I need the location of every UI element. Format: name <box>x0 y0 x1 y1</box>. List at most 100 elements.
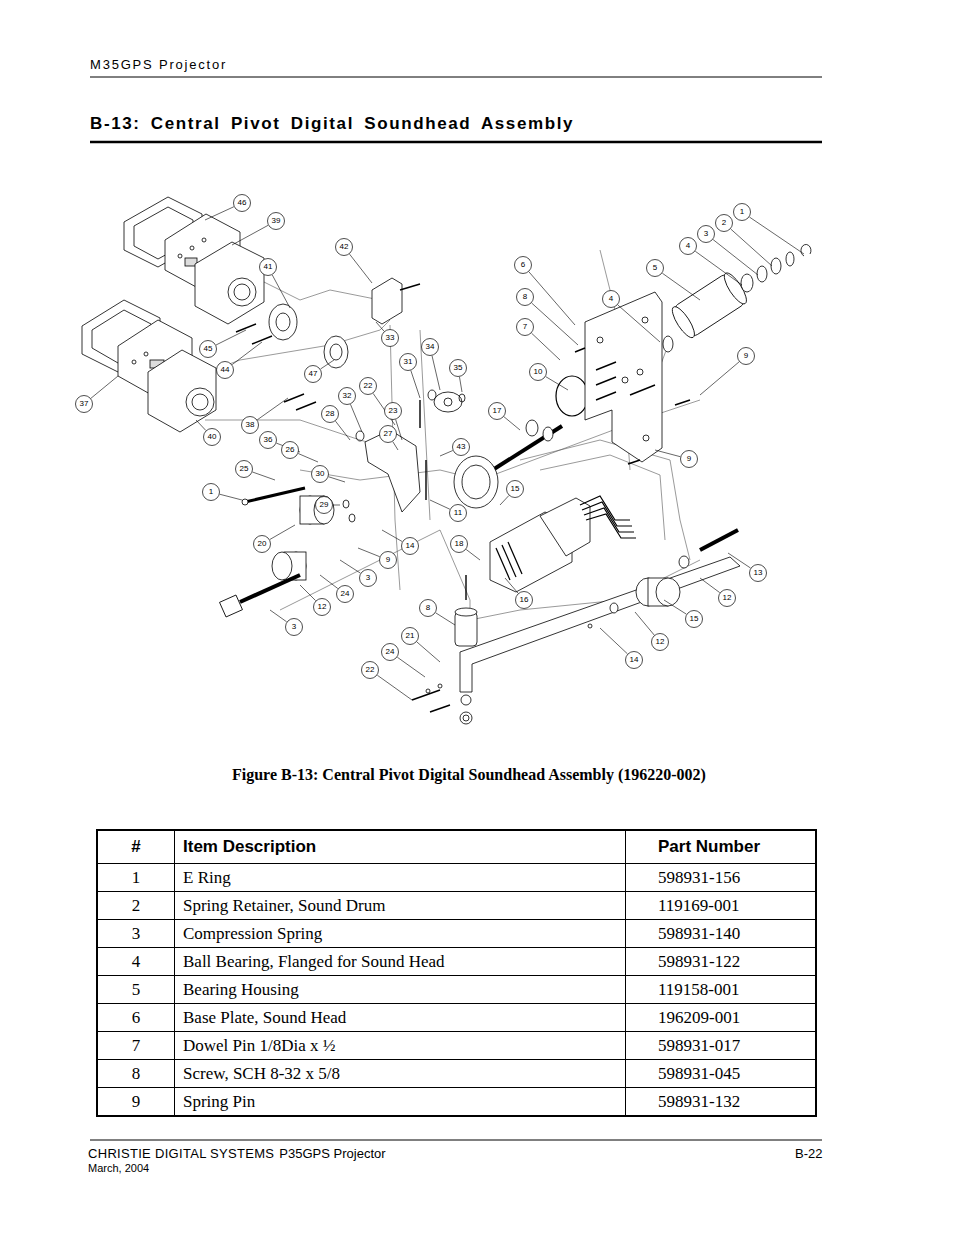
callout-number: 32 <box>339 391 355 401</box>
callout-circle <box>260 259 277 276</box>
leader-line <box>700 578 720 593</box>
table-cell: Spring Retainer, Sound Drum <box>175 892 626 920</box>
leader-line <box>270 610 287 622</box>
callout-circle <box>716 215 733 232</box>
leader-line <box>397 657 425 677</box>
callout-circle <box>380 426 397 443</box>
callout-number: 31 <box>400 357 416 367</box>
leader-line <box>320 360 334 369</box>
callout-number: 17 <box>489 406 505 416</box>
callout-number: 15 <box>507 484 523 494</box>
table-cell: 119158-001 <box>626 976 817 1004</box>
callout-number: 43 <box>453 442 469 452</box>
leader-line <box>329 477 345 482</box>
table-row: 1E Ring598931-156 <box>97 864 816 892</box>
callout-circle <box>385 403 402 420</box>
callout-circle <box>305 366 322 383</box>
callout-number: 22 <box>360 381 376 391</box>
leader-line <box>749 217 804 254</box>
callout-number: 12 <box>314 602 330 612</box>
leader-line <box>713 240 758 275</box>
leader-line <box>270 525 295 540</box>
callout-circle <box>453 439 470 456</box>
leader-line <box>504 417 520 430</box>
callout-number: 24 <box>382 647 398 657</box>
callout-circle <box>420 600 437 617</box>
callout-circle <box>76 396 93 413</box>
callout-number: 28 <box>322 409 338 419</box>
callout-number: 40 <box>204 432 220 442</box>
callout-number: 23 <box>385 406 401 416</box>
leader-line <box>196 420 206 430</box>
leader-line <box>546 377 568 390</box>
callout-number: 9 <box>380 555 396 565</box>
callout-circle <box>286 619 303 636</box>
callout-circle <box>515 257 532 274</box>
callout-number: 1 <box>734 207 750 217</box>
leader-line <box>232 342 262 365</box>
leader-line <box>432 356 440 390</box>
callout-number: 7 <box>517 322 533 332</box>
callout-number: 41 <box>260 262 276 272</box>
callout-circle <box>603 291 620 308</box>
callout-circle <box>402 628 419 645</box>
callout-circle <box>738 348 755 365</box>
company-name: CHRISTIE DIGITAL SYSTEMS <box>88 1146 274 1161</box>
callout-number: 13 <box>750 568 766 578</box>
callout-number: 34 <box>422 342 438 352</box>
callout-circle <box>489 403 506 420</box>
callout-number: 2 <box>716 218 732 228</box>
leader-line <box>532 303 578 345</box>
leader-line <box>358 548 380 557</box>
callout-number: 46 <box>234 198 250 208</box>
callout-number: 47 <box>305 369 321 379</box>
leader-line <box>505 578 518 593</box>
callout-circle <box>686 611 703 628</box>
callout-number: 22 <box>362 665 378 675</box>
callout-circle <box>450 505 467 522</box>
table-row: #Item DescriptionPart Number <box>97 830 816 864</box>
callout-circle <box>260 432 277 449</box>
table-cell: 3 <box>97 920 175 948</box>
date: March, 2004 <box>88 1162 149 1174</box>
callout-circle <box>422 339 439 356</box>
callout-circle <box>314 599 331 616</box>
leader-line <box>377 675 412 700</box>
callout-circle <box>530 364 547 381</box>
table-cell: # <box>97 830 175 864</box>
callout-circle <box>203 484 220 501</box>
table-row: 2Spring Retainer, Sound Drum119169-001 <box>97 892 816 920</box>
leader-line <box>662 273 700 300</box>
leader-line <box>333 505 340 506</box>
callout-circle <box>200 341 217 358</box>
callout-circle <box>336 239 353 256</box>
callout-number: 26 <box>282 445 298 455</box>
leader-line <box>440 451 453 456</box>
table-cell: 119169-001 <box>626 892 817 920</box>
callout-circle <box>322 406 339 423</box>
callout-circle <box>698 226 715 243</box>
leader-line <box>272 275 290 308</box>
table-cell: 2 <box>97 892 175 920</box>
callout-number: 8 <box>517 292 533 302</box>
callout-number: 35 <box>450 363 466 373</box>
callout-circle <box>360 570 377 587</box>
callout-number: 14 <box>626 655 642 665</box>
callout-circle <box>507 481 524 498</box>
product-name: P35GPS Projector <box>279 1146 385 1161</box>
callout-number: 9 <box>738 351 754 361</box>
callout-number: 8 <box>420 603 436 613</box>
callout-circle <box>382 330 399 347</box>
leader-line <box>252 472 275 480</box>
leader-line <box>376 322 384 331</box>
table-row: 8Screw, SCH 8-32 x 5/8598931-045 <box>97 1060 816 1088</box>
table-cell: Base Plate, Sound Head <box>175 1004 626 1032</box>
callout-number: 29 <box>316 500 332 510</box>
callout-number: 45 <box>200 344 216 354</box>
callout-circle <box>517 289 534 306</box>
callout-circle <box>234 195 251 212</box>
leader-line <box>350 254 372 283</box>
callout-circle <box>339 388 356 405</box>
callout-circle <box>268 213 285 230</box>
callout-circle <box>647 260 664 277</box>
